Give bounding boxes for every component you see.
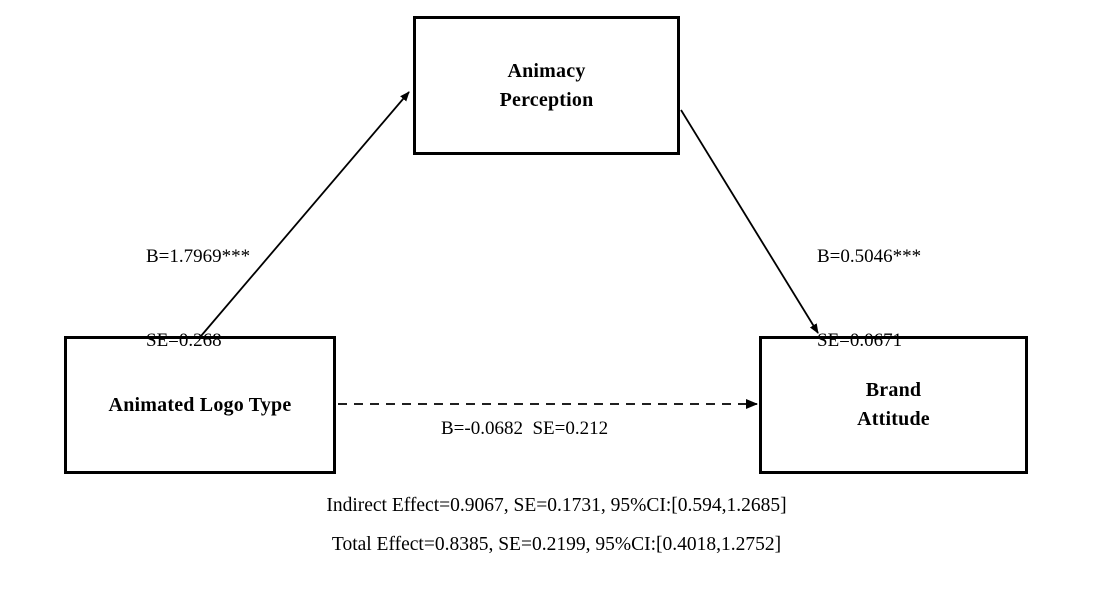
arrow-b-path [680, 109, 819, 334]
node-animated-logo-type-label-line1: Animated Logo Type [108, 393, 292, 416]
node-brand-attitude-label-line1: Brand [865, 379, 922, 401]
path-label-a-coefficient: B=1.7969*** [146, 246, 251, 267]
node-animated-logo-type[interactable]: Animated Logo Type [64, 336, 336, 474]
node-brand-attitude-label-line2: Attitude [857, 408, 930, 430]
path-label-b: B=0.5046*** SE=0.0671 [817, 187, 921, 411]
node-animacy-perception[interactable]: Animacy Perception [413, 16, 680, 155]
path-label-b-standard-error: SE=0.0671 [817, 330, 903, 351]
node-animacy-perception-label: Animacy Perception [500, 57, 594, 115]
path-label-a: B=1.7969*** SE=0.268 [146, 187, 250, 411]
node-animacy-perception-label-line2: Perception [499, 88, 594, 111]
path-label-c-prime: B=-0.0682 SE=0.212 [441, 359, 608, 499]
caption-indirect-effect: Indirect Effect=0.9067, SE=0.1731, 95%CI… [326, 495, 787, 516]
caption-total-effect: Total Effect=0.8385, SE=0.2199, 95%CI:[0… [331, 534, 782, 555]
node-brand-attitude[interactable]: Brand Attitude [759, 336, 1028, 474]
node-animated-logo-type-label: Animated Logo Type [109, 391, 292, 420]
path-label-c-prime-text: B=-0.0682 SE=0.212 [441, 418, 609, 439]
node-animacy-perception-label-line1: Animacy [507, 59, 586, 82]
path-label-b-coefficient: B=0.5046*** [817, 246, 922, 267]
path-label-a-standard-error: SE=0.268 [146, 330, 222, 351]
node-brand-attitude-label: Brand Attitude [857, 376, 930, 434]
